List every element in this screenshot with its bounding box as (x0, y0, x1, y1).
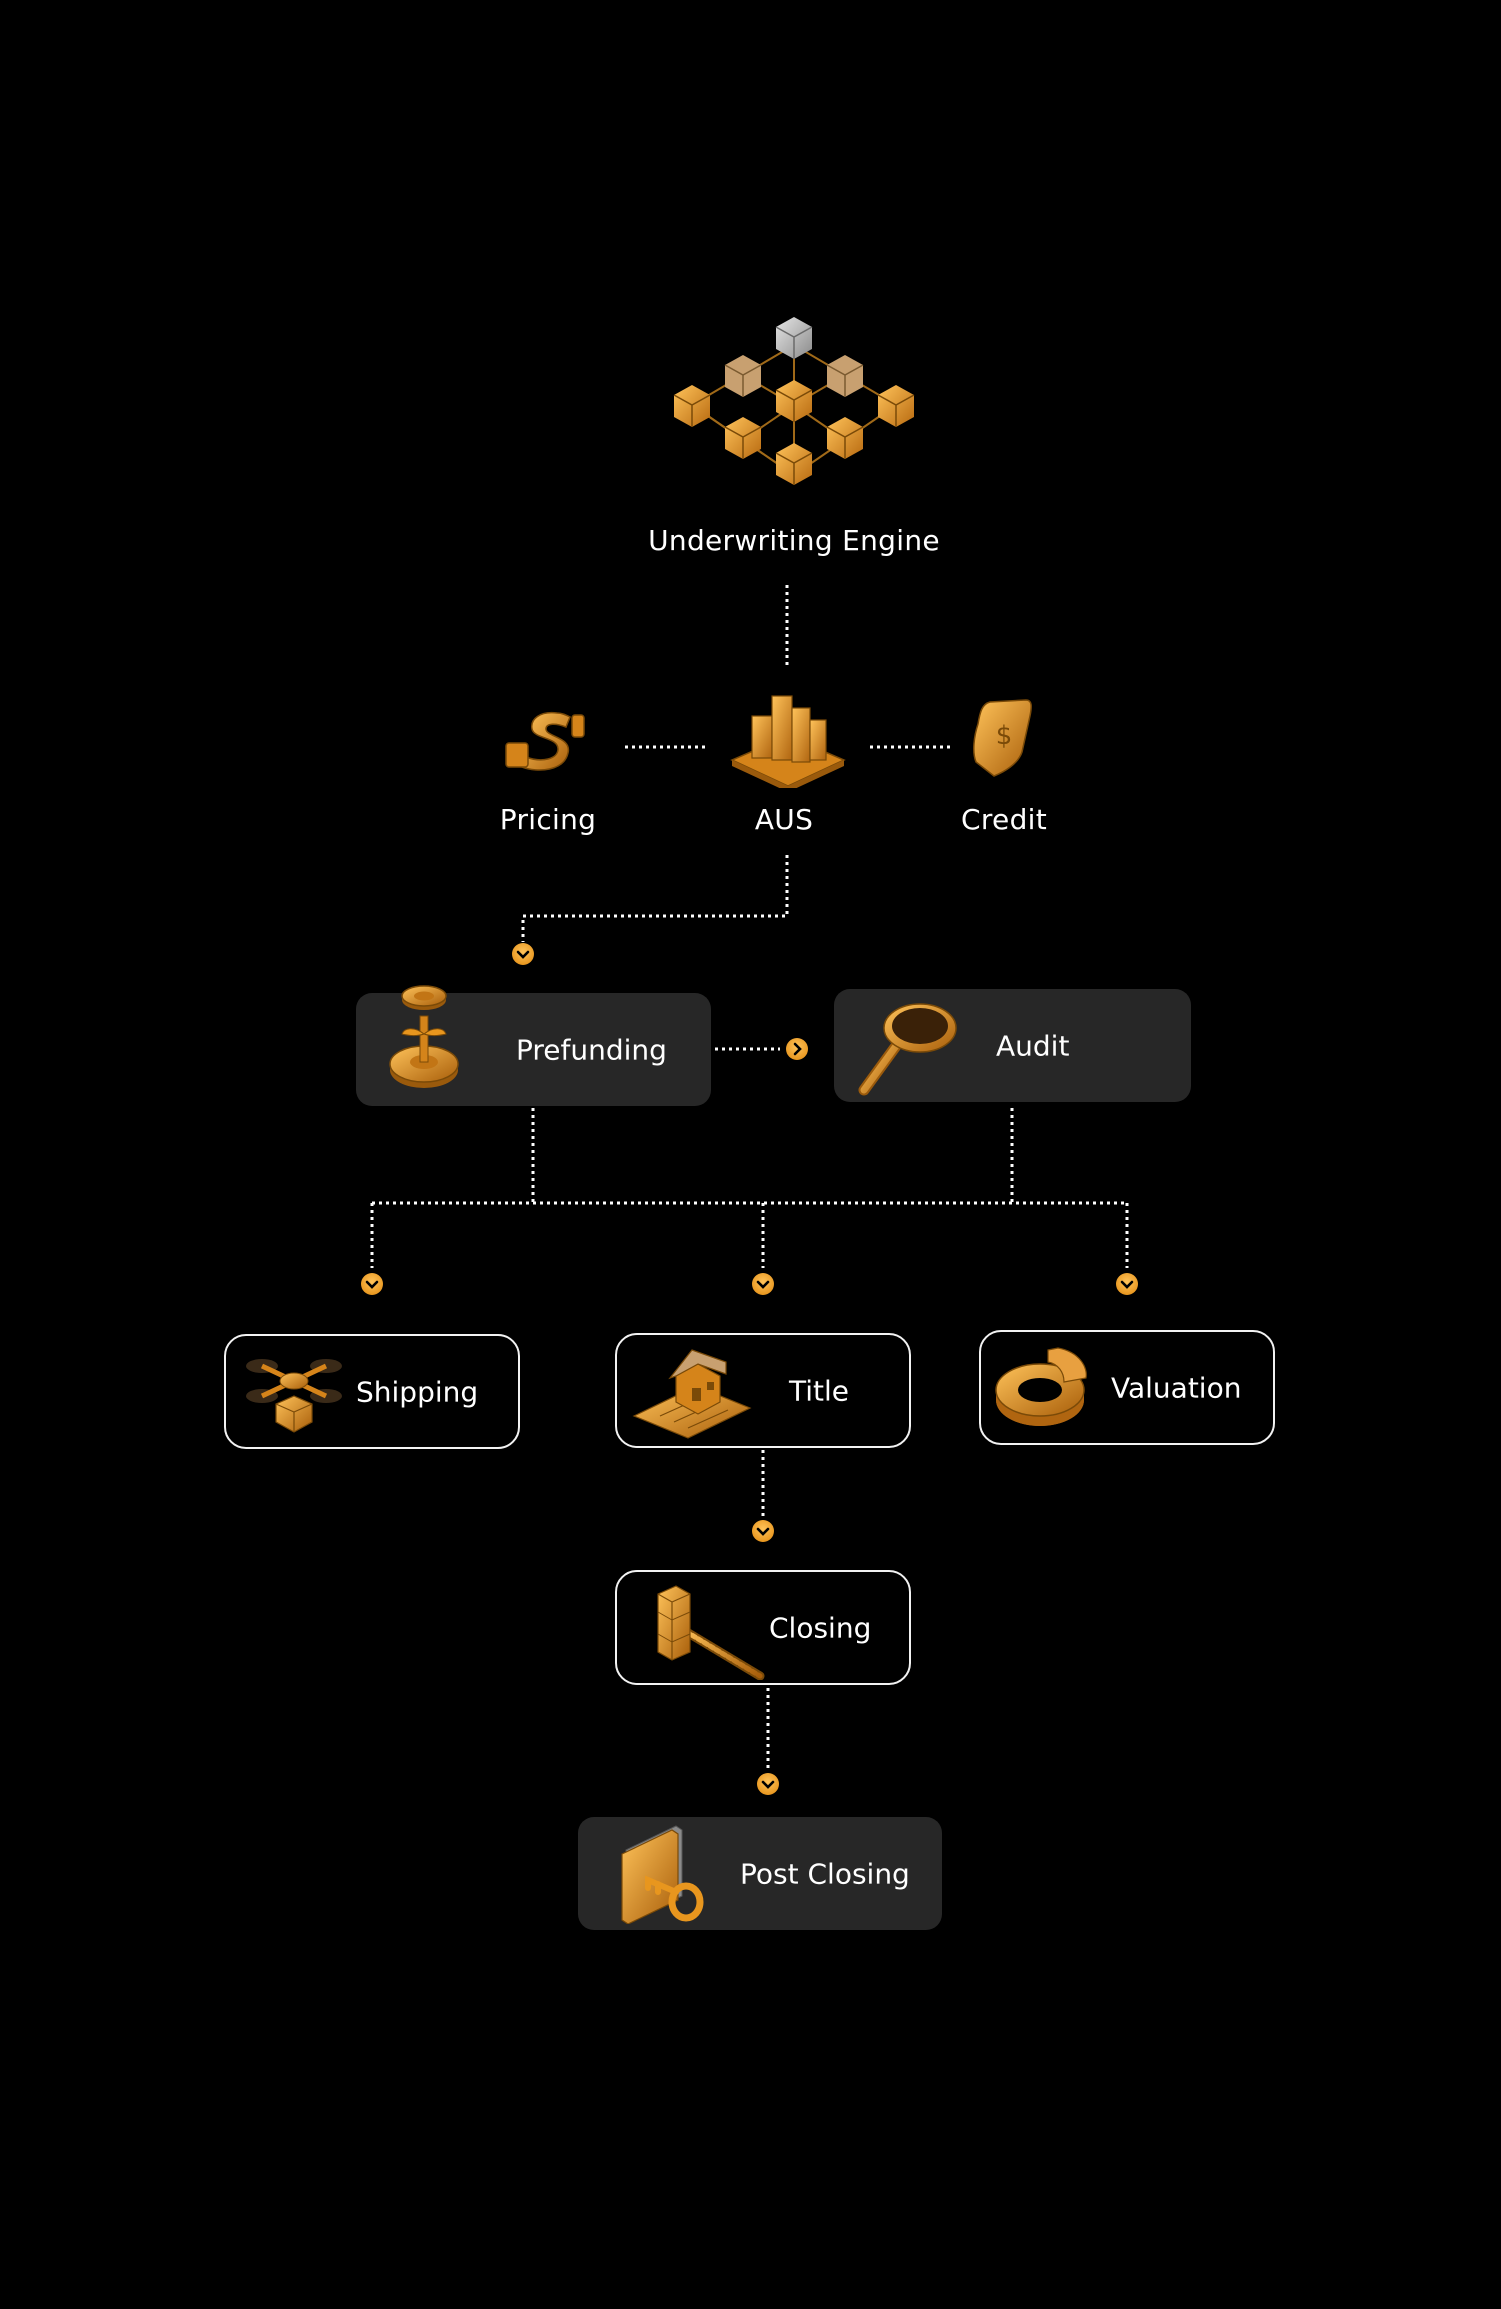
prefunding-label: Prefunding (516, 1033, 667, 1066)
arrow-down-icon (752, 1520, 774, 1542)
shipping-label: Shipping (356, 1375, 479, 1408)
arrow-right-icon (786, 1038, 808, 1060)
audit-label: Audit (996, 1029, 1070, 1062)
arrow-down-icon (512, 943, 534, 965)
ring-chart-icon (995, 1347, 1087, 1426)
node-closing: Closing (615, 1570, 911, 1685)
engine-label: Underwriting Engine (648, 524, 940, 557)
arrow-dots (361, 943, 1138, 1795)
post-closing-label: Post Closing (740, 1857, 910, 1890)
cube-cluster (673, 317, 915, 485)
magnifier-icon (858, 1003, 957, 1096)
valuation-label: Valuation (1111, 1371, 1242, 1404)
arrow-down-icon (752, 1273, 774, 1295)
coin-stand-icon (389, 985, 459, 1088)
credit-label: Credit (960, 803, 1048, 836)
aus-label: AUS (754, 803, 814, 836)
svg-text:$: $ (996, 721, 1013, 751)
arrow-down-icon (757, 1773, 779, 1795)
arrow-down-icon (361, 1273, 383, 1295)
line-aus-prefunding (521, 855, 789, 942)
closing-label: Closing (769, 1611, 872, 1644)
cube-network-icon (673, 317, 915, 485)
building-block-icon (730, 695, 846, 788)
folder-key-icon (621, 1825, 704, 1924)
drone-package-icon (246, 1359, 342, 1433)
gavel-icon (657, 1585, 765, 1680)
credit-shield-icon: $ (973, 699, 1032, 777)
title-label: Title (789, 1374, 850, 1407)
node-valuation: Valuation (979, 1330, 1275, 1445)
pricing-label: Pricing (499, 803, 597, 836)
dollar-sign-icon (505, 711, 585, 771)
arrow-down-icon (1116, 1273, 1138, 1295)
house-deed-icon (632, 1349, 752, 1439)
node-title: Title (615, 1333, 911, 1448)
